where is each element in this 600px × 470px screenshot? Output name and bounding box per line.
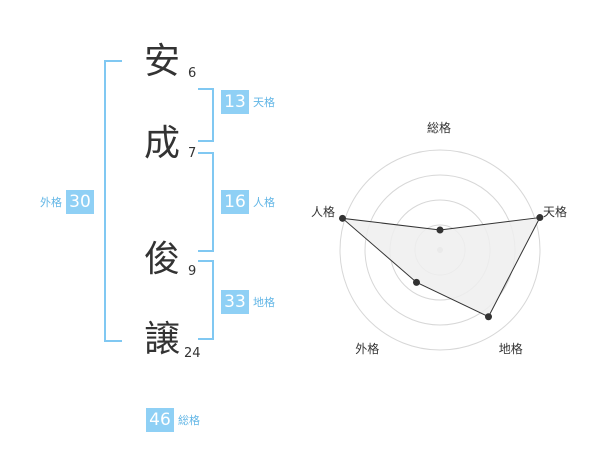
- radar-point-3: [484, 313, 492, 321]
- radar-center: [437, 247, 443, 253]
- jinkaku-badge: 16 人格: [221, 190, 275, 214]
- radar-ring-3: [364, 174, 516, 326]
- tenkaku-label: 天格: [253, 96, 275, 109]
- radar-series-shape: [340, 216, 541, 318]
- chikaku-bracket: [198, 260, 214, 340]
- stroke-count-4: 24: [184, 346, 201, 361]
- radar-axis-label-3: 地格: [498, 341, 523, 356]
- name-char-1: 安: [143, 41, 180, 82]
- jinkaku-label: 人格: [253, 196, 275, 209]
- stroke-count-1: 6: [188, 66, 197, 81]
- radar-axis-label-2: 天格: [543, 205, 568, 220]
- gaikaku-badge: 外格 30: [40, 190, 94, 214]
- radar-ring-2: [389, 199, 491, 301]
- radar-ring-4: [339, 149, 541, 351]
- soukaku-badge: 46 総格: [146, 408, 200, 432]
- radar-axis-label-5: 人格: [310, 205, 335, 220]
- soukaku-label: 総格: [178, 414, 200, 427]
- gaikaku-label: 外格: [40, 196, 62, 209]
- tenkaku-bracket: [198, 88, 214, 142]
- soukaku-value: 46: [146, 408, 174, 432]
- name-char-3: 俊: [143, 239, 180, 280]
- radar-axis-label-1: 総格: [427, 121, 452, 135]
- chikaku-label: 地格: [253, 296, 275, 309]
- stroke-count-2: 7: [188, 146, 197, 161]
- jinkaku-bracket: [198, 152, 214, 252]
- name-char-4: 譲: [143, 319, 180, 360]
- radar-ring-1: [414, 224, 466, 276]
- chikaku-value: 33: [221, 290, 249, 314]
- gaikaku-value: 30: [66, 190, 94, 214]
- radar-axis-label-4: 外格: [355, 341, 380, 356]
- gaikaku-bracket: [104, 60, 122, 342]
- radar-point-4: [412, 278, 420, 286]
- stroke-count-3: 9: [188, 264, 197, 279]
- name-char-2: 成: [143, 123, 180, 164]
- radar-point-5: [339, 214, 347, 222]
- radar-point-1: [436, 226, 444, 234]
- tenkaku-value: 13: [221, 90, 249, 114]
- tenkaku-badge: 13 天格: [221, 90, 275, 114]
- jinkaku-value: 16: [221, 190, 249, 214]
- chikaku-badge: 33 地格: [221, 290, 275, 314]
